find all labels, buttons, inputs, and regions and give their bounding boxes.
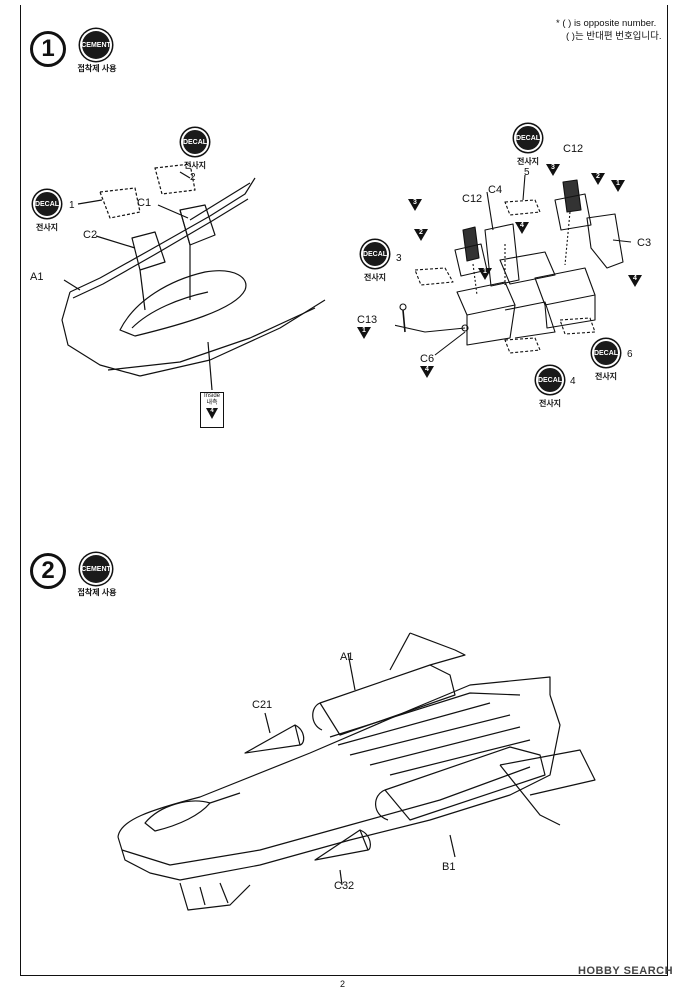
frame-right [667,5,668,975]
decal-badge-top-left: DECAL [181,128,209,156]
triangle-1-c13: 1 [357,327,371,339]
triangle-2-c12-right: 2 [591,173,605,185]
hobby-search-watermark: HOBBY SEARCH [578,965,674,977]
decal-badge-seat-left: DECAL [361,240,389,268]
decal-caption-seat-top: 전사지 [516,157,540,166]
triangle-number: 3 [551,164,555,171]
decal-badge-seat-top: DECAL [514,124,542,152]
part-label-c4: C4 [488,184,503,196]
triangle-4-c4: 4 [515,222,529,234]
step-2-cement-badge: CEMENT [80,553,112,585]
part-label-c2-step1: C2 [83,229,98,241]
step-1-number: 1 [30,31,66,67]
decal-badge-seat-right: DECAL [592,339,620,367]
note-korean: ( )는 반대편 번호입니다. [566,31,662,42]
frame-left [20,5,21,975]
part-label-c32: C32 [334,880,355,892]
inside-callout-box: Inside 내측 4 [200,392,224,428]
page-number: 2 [340,979,346,989]
decal-number-1-left: 1 [69,200,75,211]
triangle-4-c3: 4 [628,275,642,287]
triangle-number: 1 [362,327,366,334]
part-label-c6: C6 [420,353,435,365]
triangle-number: 4 [633,275,637,282]
inside-label-korean: 내측 [206,400,218,406]
decal-badge-left: DECAL [33,190,61,218]
decal-caption-seat-bottom: 전사지 [538,399,562,408]
decal-badge-seat-bottom: DECAL [536,366,564,394]
step-1-cement-caption: 접착제 사용 [77,64,117,73]
ejection-seats-drawing [395,174,632,356]
frame-bottom [20,975,668,976]
part-label-c12-right: C12 [563,143,584,155]
note-english: * ( ) is opposite number. [556,18,657,29]
step-2-cement-caption: 접착제 사용 [77,588,117,597]
decal-number-5: 5 [524,167,530,178]
triangle-1-c12-left: 1 [478,268,492,280]
part-label-a1-step2: A1 [340,651,354,663]
part-label-c13: C13 [357,314,378,326]
cockpit-fuselage-drawing [61,163,326,391]
step-2-number: 2 [30,553,66,589]
inside-label: Inside [203,393,220,399]
part-label-a1-step1: A1 [30,271,44,283]
triangle-number: 4 [425,366,429,373]
inside-ref-number: 4 [210,408,214,414]
inside-ref-triangle: 4 [206,408,218,419]
triangle-2-c12-left: 2 [414,229,428,241]
triangle-number: 2 [596,173,600,180]
triangle-3-c12-right: 3 [546,164,560,176]
decal-number-3: 3 [396,253,402,264]
step-1-cement-badge: CEMENT [80,29,112,61]
part-label-c1-step1: C1 [137,197,152,209]
aircraft-assembly-drawing [117,632,596,911]
part-label-b1: B1 [442,861,456,873]
decal-caption-top-left: 전사지 [183,161,207,170]
triangle-number: 1 [616,180,620,187]
triangle-number: 4 [520,222,524,229]
decal-caption-seat-left: 전사지 [363,273,387,282]
triangle-number: 3 [413,199,417,206]
triangle-number: 1 [483,268,487,275]
triangle-3-c12-left: 3 [408,199,422,211]
decal-number-4: 4 [570,376,576,387]
part-label-c3: C3 [637,237,652,249]
triangle-1-c12-right: 1 [611,180,625,192]
decal-caption-left: 전사지 [35,223,59,232]
decal-caption-seat-right: 전사지 [594,372,618,381]
triangle-number: 2 [419,229,423,236]
decal-number-6: 6 [627,349,633,360]
part-label-c12-left: C12 [462,193,483,205]
triangle-4-c6: 4 [420,366,434,378]
decal-number-2-left: 2 [190,172,196,183]
part-label-c21: C21 [252,699,273,711]
opposite-number-note: * ( ) is opposite number. ( )는 반대편 번호입니다… [556,17,662,43]
